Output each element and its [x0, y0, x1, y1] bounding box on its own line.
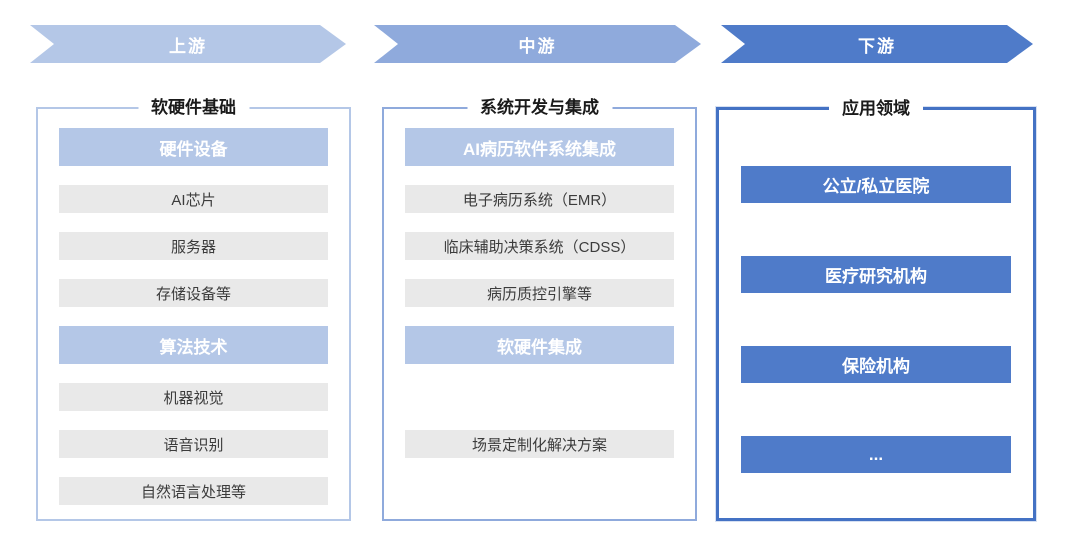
spacer — [405, 383, 674, 411]
chain-item: 服务器 — [59, 232, 328, 260]
application-item: 医疗研究机构 — [741, 256, 1011, 293]
stage-arrow-upstream-label: 上游 — [169, 36, 207, 56]
application-item: ... — [741, 436, 1011, 473]
chain-item: 病历质控引擎等 — [405, 279, 674, 307]
stage-arrow-midstream-label: 中游 — [518, 36, 557, 56]
application-item: 保险机构 — [741, 346, 1011, 383]
category-item: 软硬件集成 — [405, 326, 674, 364]
panel-midstream-items: AI病历软件系统集成 电子病历系统（EMR） 临床辅助决策系统（CDSS） 病历… — [384, 109, 695, 519]
chain-item: 语音识别 — [59, 430, 328, 458]
chain-item: 场景定制化解决方案 — [405, 430, 674, 458]
panel-midstream: 系统开发与集成 AI病历软件系统集成 电子病历系统（EMR） 临床辅助决策系统（… — [382, 97, 697, 521]
category-item: 硬件设备 — [59, 128, 328, 166]
panel-upstream: 软硬件基础 硬件设备 AI芯片 服务器 存储设备等 算法技术 机器视觉 语音识别… — [36, 97, 351, 521]
chain-item: 临床辅助决策系统（CDSS） — [405, 232, 674, 260]
panel-upstream-items: 硬件设备 AI芯片 服务器 存储设备等 算法技术 机器视觉 语音识别 自然语言处… — [38, 109, 349, 519]
stage-arrow-midstream: 中游 — [374, 25, 701, 63]
category-item: AI病历软件系统集成 — [405, 128, 674, 166]
chain-item: 存储设备等 — [59, 279, 328, 307]
panel-downstream-items: 公立/私立医院 医疗研究机构 保险机构 ... — [719, 110, 1033, 518]
chain-item: AI芯片 — [59, 185, 328, 213]
stage-arrow-upstream: 上游 — [30, 25, 346, 63]
category-item: 算法技术 — [59, 326, 328, 364]
chain-item: 电子病历系统（EMR） — [405, 185, 674, 213]
stage-arrow-downstream: 下游 — [721, 25, 1033, 63]
chain-item: 自然语言处理等 — [59, 477, 328, 505]
chain-item: 机器视觉 — [59, 383, 328, 411]
panel-midstream-title: 系统开发与集成 — [467, 97, 612, 120]
application-item: 公立/私立医院 — [741, 166, 1011, 203]
panel-downstream-title: 应用领域 — [829, 98, 923, 121]
panel-downstream: 应用领域 公立/私立医院 医疗研究机构 保险机构 ... — [716, 98, 1036, 521]
stage-arrow-downstream-label: 下游 — [858, 36, 896, 56]
panel-upstream-title: 软硬件基础 — [138, 97, 249, 120]
